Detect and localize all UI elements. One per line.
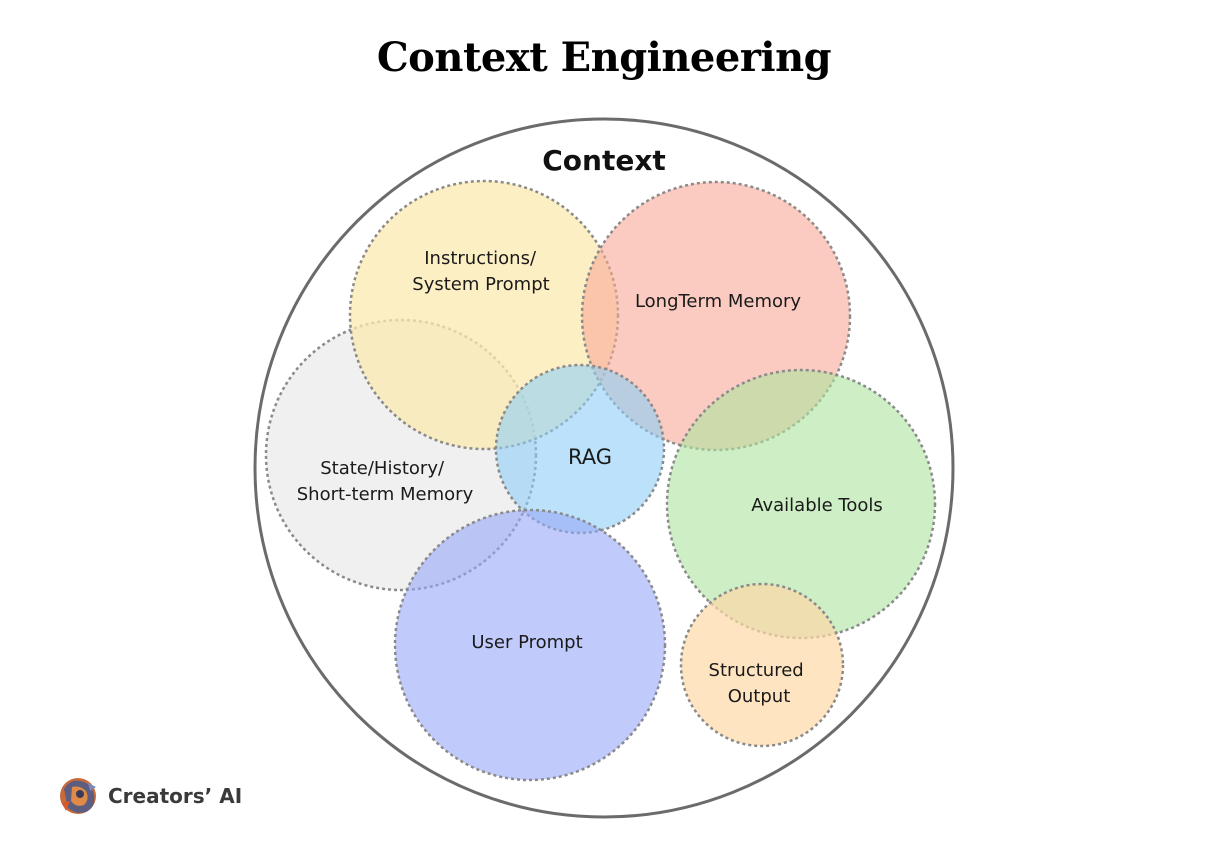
context-outer-circle [253,117,955,819]
brand-name: Creators’ AI [108,784,243,808]
circle-user-prompt [393,508,667,782]
user-prompt-label: User Prompt [471,632,582,653]
page-title: Context Engineering [376,34,832,81]
rag-label: RAG [568,445,612,469]
available-tools-label: Available Tools [751,495,883,516]
longterm-memory-label: LongTerm Memory [635,291,801,312]
instructions-label: Instructions/ System Prompt [412,248,549,295]
circle-rag [494,363,666,535]
context-label: Context [542,144,666,177]
state-history-label: State/History/ Short-term Memory [297,458,474,505]
brand: Creators’ AI [56,775,242,817]
creators-ai-logo-icon [60,778,96,814]
structured-output-label: Structured Output [709,660,810,707]
circle-structured-output [679,582,845,748]
